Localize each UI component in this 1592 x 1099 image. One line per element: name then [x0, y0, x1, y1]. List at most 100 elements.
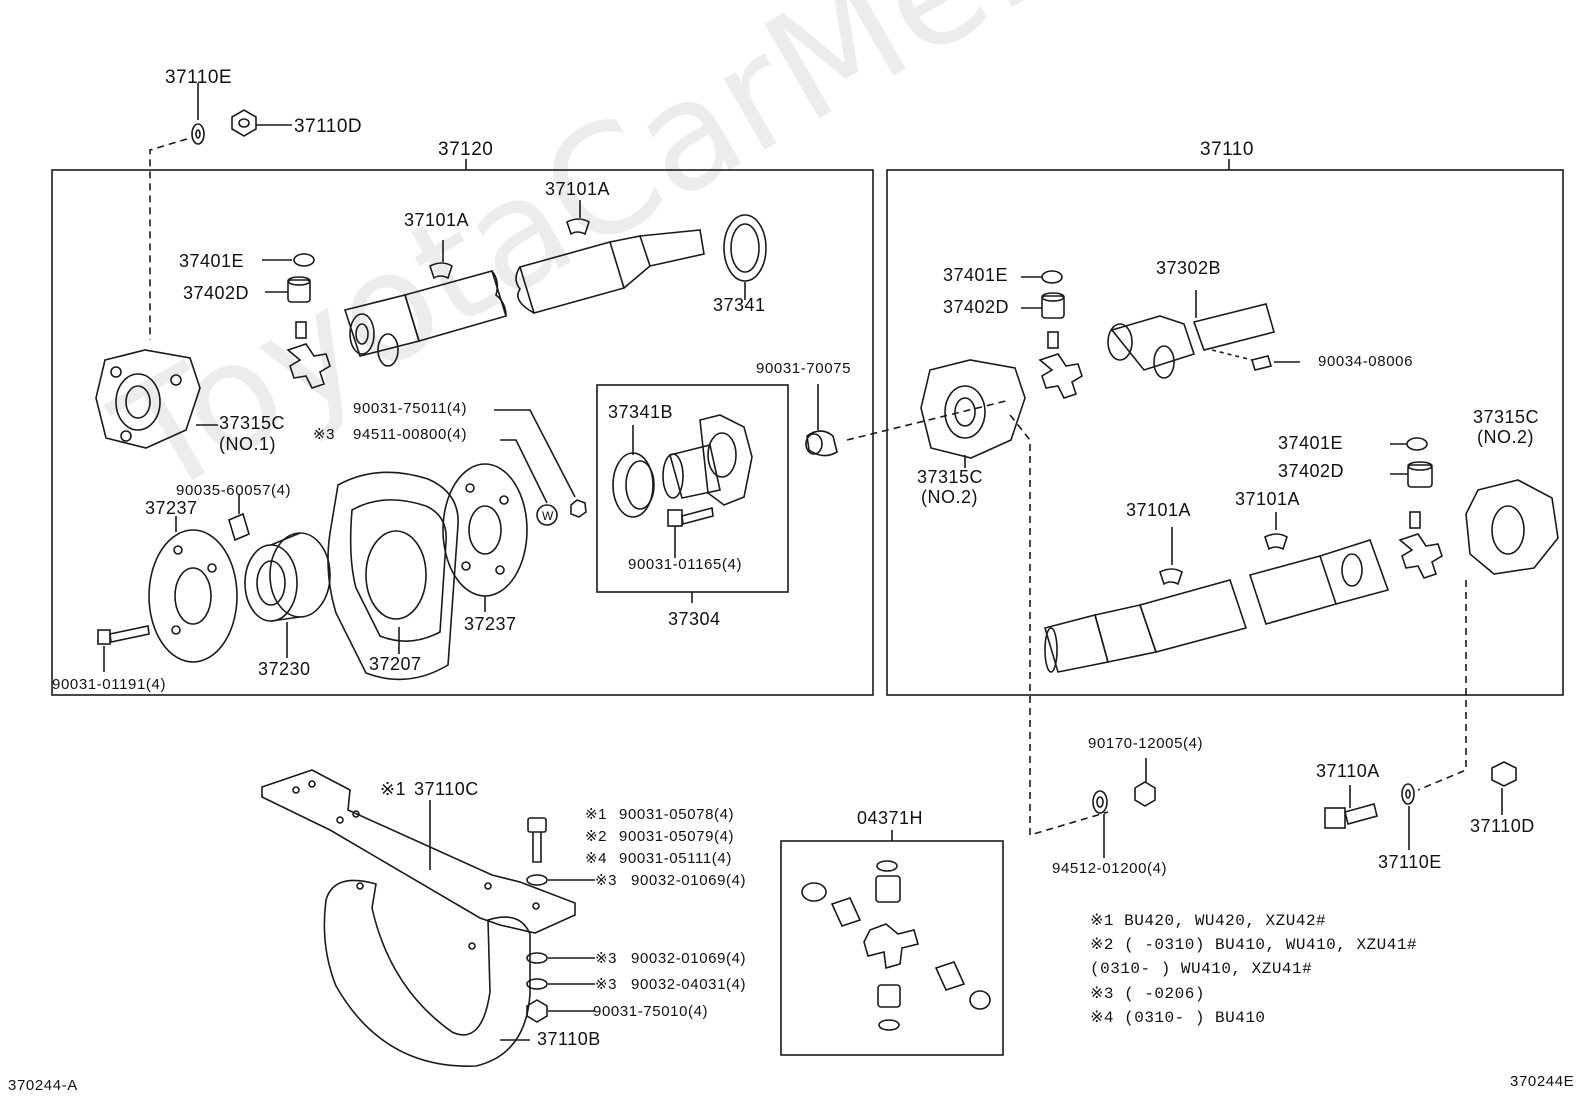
label-94512-01200: 94512-01200(4) — [1052, 860, 1168, 877]
label-90032-01069a: 90032-01069(4) — [631, 872, 747, 889]
label-b-mark3b: ※3 — [595, 950, 618, 967]
spider-right-bottom — [1398, 511, 1443, 579]
label-37101A-4: 37101A — [1235, 489, 1301, 509]
band-37110B — [323, 879, 531, 1067]
bearing-37207 — [327, 471, 459, 681]
shaft-37110 — [1043, 533, 1390, 673]
label-90031-05078: 90031-05078(4) — [619, 806, 735, 823]
note-2b: (0310- ) WU410, XZU41# — [1090, 960, 1313, 978]
label-90035-60057: 90035-60057(4) — [176, 482, 292, 499]
seal-37341 — [723, 214, 767, 282]
label-37120: 37120 — [438, 139, 494, 160]
seal-37341B — [612, 452, 655, 518]
cup-37402D-right — [1041, 292, 1065, 319]
label-90031-75011: 90031-75011(4) — [353, 400, 468, 417]
label-37110D-top: 37110D — [294, 116, 363, 137]
label-37315C-left: 37315C — [219, 413, 286, 433]
label-no2-mid: (NO.2) — [921, 487, 978, 507]
label-37402D-right2: 37402D — [1278, 461, 1345, 481]
flange-37304 — [662, 414, 753, 506]
label-90032-01069b: 90032-01069(4) — [631, 950, 747, 967]
box-04371H — [780, 840, 1004, 1056]
nut-37110D-right — [1491, 761, 1517, 787]
cup-37402D-right2 — [1407, 461, 1433, 488]
label-90034-08006: 90034-08006 — [1318, 353, 1414, 370]
fitting-90034 — [1250, 355, 1273, 371]
washer-37110E-right — [1401, 783, 1415, 805]
bolt-90031-01165 — [667, 506, 714, 527]
label-b-mark3a: ※3 — [595, 872, 618, 889]
label-90031-05079: 90031-05079(4) — [619, 828, 735, 845]
yoke-37302B — [1107, 303, 1275, 379]
label-04371H: 04371H — [857, 808, 924, 828]
footer-code-right: 370244E — [1510, 1073, 1575, 1090]
label-90170-12005: 90170-12005(4) — [1088, 735, 1204, 752]
washer-94511: W — [536, 504, 558, 526]
label-37207: 37207 — [369, 654, 422, 674]
label-no2-right: (NO.2) — [1477, 427, 1534, 447]
svg-text:W: W — [542, 509, 554, 523]
label-37401E-right2: 37401E — [1278, 433, 1344, 453]
label-37304: 37304 — [668, 609, 721, 629]
footer-code-left: 370244-A — [8, 1077, 78, 1094]
spider-right-top — [1038, 331, 1083, 399]
label-37302B: 37302B — [1156, 258, 1222, 278]
box-37110 — [886, 169, 1564, 696]
shaft-37120 — [343, 218, 705, 367]
bolt-stack — [526, 817, 548, 1023]
label-b-mark1: ※1 — [585, 806, 608, 823]
label-b-mark4: ※4 — [585, 850, 608, 867]
label-b-mark2: ※2 — [585, 828, 608, 845]
label-no1: (NO.1) — [219, 434, 276, 454]
plug-90031-70075 — [805, 430, 838, 457]
washer-37110E-top — [191, 123, 205, 145]
label-37402D-right: 37402D — [943, 297, 1010, 317]
label-37110A: 37110A — [1316, 761, 1380, 781]
label-37401E-left: 37401E — [179, 251, 245, 271]
note-3: ※3 ( -0206) — [1090, 985, 1205, 1003]
bolt-37110A — [1324, 803, 1378, 829]
label-90031-75010: 90031-75010(4) — [593, 1003, 709, 1020]
cushion-37230 — [244, 532, 331, 622]
flange-37315C-no2-right — [1465, 479, 1559, 575]
flange-37315C-no1 — [95, 349, 201, 449]
label-37110C: 37110C — [414, 779, 479, 799]
label-mark3-a: ※3 — [313, 426, 336, 443]
note-1: ※1 BU420, WU420, XZU42# — [1090, 912, 1327, 930]
label-37237-mid: 37237 — [464, 614, 517, 634]
label-37341B: 37341B — [608, 402, 674, 422]
nut-90031-75011 — [570, 499, 587, 518]
spider-kit-04371H — [801, 860, 991, 1031]
label-37401E-right: 37401E — [943, 265, 1009, 285]
note-4: ※4 (0310- ) BU410 — [1090, 1009, 1266, 1027]
label-37101A-1: 37101A — [404, 210, 470, 230]
bracket-37110C — [261, 769, 576, 934]
box-37120 — [51, 169, 874, 696]
note-2: ※2 ( -0310) BU410, WU410, XZU41# — [1090, 936, 1418, 954]
label-94511-00800: 94511-00800(4) — [353, 426, 468, 443]
bolt-90031-01191 — [97, 625, 150, 645]
label-37101A-2: 37101A — [545, 179, 611, 199]
pin-90035-60057 — [228, 512, 250, 542]
cup-37402D-left — [287, 276, 311, 303]
label-90031-01165: 90031-01165(4) — [628, 556, 743, 573]
ring-37401E-left — [293, 253, 315, 267]
label-90031-70075: 90031-70075 — [756, 360, 852, 377]
ring-37401E-right — [1041, 270, 1063, 284]
flange-37315C-mid — [920, 359, 1026, 459]
label-mark1-bracket: ※1 — [380, 779, 407, 799]
nut-90170-12005 — [1134, 781, 1156, 807]
label-90031-01191: 90031-01191(4) — [52, 676, 167, 693]
label-37110E-top: 37110E — [165, 67, 233, 88]
washer-94512-01200 — [1092, 790, 1108, 814]
label-37110E-right: 37110E — [1378, 852, 1442, 872]
label-b-mark3c: ※3 — [595, 976, 618, 993]
label-90032-04031: 90032-04031(4) — [631, 976, 747, 993]
label-37230: 37230 — [258, 659, 311, 679]
ring-37401E-right2 — [1406, 437, 1428, 451]
label-37402D-left: 37402D — [183, 283, 250, 303]
label-37101A-3: 37101A — [1126, 500, 1192, 520]
label-37237-left: 37237 — [145, 498, 198, 518]
label-37110: 37110 — [1200, 139, 1254, 160]
